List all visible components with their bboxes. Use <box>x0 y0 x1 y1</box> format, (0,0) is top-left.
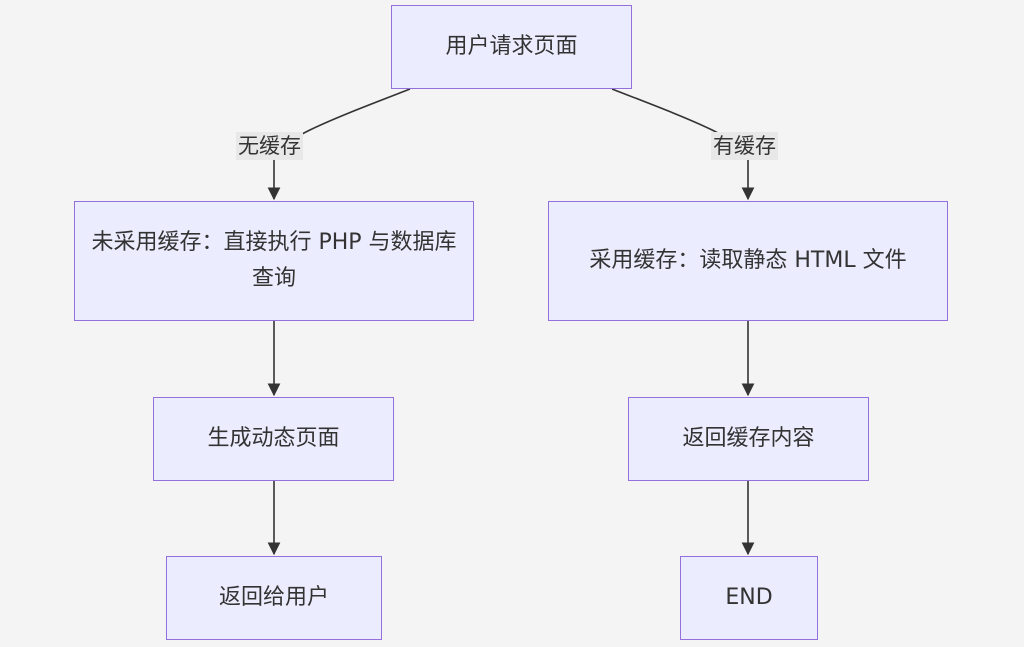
node-return-to-user: 返回给用户 <box>166 556 382 640</box>
node-generate-dynamic-page: 生成动态页面 <box>153 397 394 481</box>
edge-label-has-cache: 有缓存 <box>711 132 778 160</box>
node-user-request: 用户请求页面 <box>391 5 632 89</box>
node-end: END <box>680 556 818 640</box>
node-no-cache-branch: 未采用缓存：直接执行 PHP 与数据库查询 <box>74 201 474 321</box>
edge-label-no-cache: 无缓存 <box>236 132 303 160</box>
node-return-cached-content: 返回缓存内容 <box>628 397 869 481</box>
node-cache-branch: 采用缓存：读取静态 HTML 文件 <box>548 201 948 321</box>
